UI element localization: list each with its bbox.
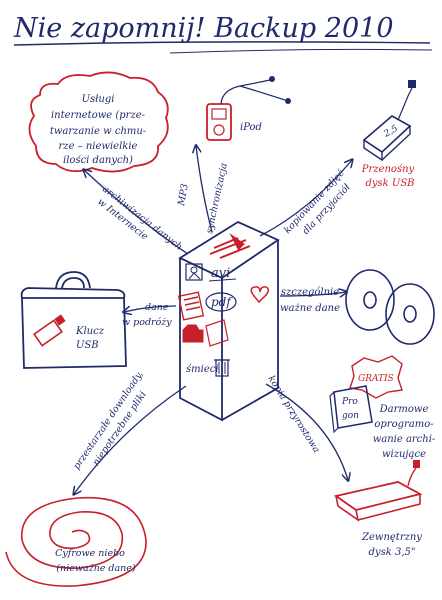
svg-text:synchronizacja: synchronizacja (204, 162, 230, 235)
cloud-text: Usługi internetowe (prze- twarzanie w ch… (50, 94, 147, 166)
ipod-icon (206, 76, 291, 141)
svg-text:oprogramo-: oprogramo- (374, 419, 434, 430)
svg-text:wizujące: wizujące (382, 449, 426, 460)
arrows (74, 146, 352, 494)
svg-text:przestarzałe downloady,: przestarzałe downloady, (71, 369, 145, 472)
arrow-cds (279, 292, 346, 296)
ipod-label: iPod (240, 122, 262, 133)
arrow-usb (259, 160, 352, 237)
external-drive-label: Zewnętrzny dysk 3,5" (361, 532, 422, 558)
svg-text:Pro: Pro (341, 397, 358, 407)
cloud-shape (28, 71, 169, 173)
svg-text:szczególnie: szczególnie (281, 287, 339, 298)
svg-text:GRATIS: GRATIS (358, 374, 394, 384)
svg-text:Zewnętrzny: Zewnętrzny (361, 532, 422, 543)
svg-text:ilości danych): ilości danych) (63, 155, 133, 166)
cds-label: szczególnie ważne dane (280, 287, 340, 314)
pdf-label: pdf (211, 295, 233, 309)
arrow-bag (124, 305, 177, 312)
svg-text:twarzanie w chmu-: twarzanie w chmu- (50, 126, 147, 137)
svg-text:(nieważne dane): (nieważne dane) (56, 563, 136, 574)
central-box (177, 220, 280, 422)
software-box: Pro gon (329, 385, 373, 434)
svg-text:dysk USB: dysk USB (365, 178, 414, 189)
bag-label: Klucz USB (75, 326, 105, 351)
arrow-ext (265, 383, 348, 480)
avi-underline (208, 278, 237, 282)
arrow-spiral (74, 385, 187, 494)
free-software-label: Darmowe oprogramo- wanie archi- wizujące (373, 404, 436, 460)
arrow-labels: archiwizacja danych w Internecie MP3 syn… (71, 162, 353, 472)
svg-text:wanie archi-: wanie archi- (373, 434, 436, 445)
svg-text:Cyfrowe niebo: Cyfrowe niebo (55, 548, 125, 559)
portable-drive-label: Przenośny dysk USB (361, 164, 415, 189)
title-underline (13, 41, 431, 46)
svg-text:w podróży: w podróży (122, 317, 172, 328)
spiral-label: Cyfrowe niebo (nieważne dane) (55, 548, 136, 574)
svg-text:ważne dane: ważne dane (280, 303, 340, 314)
external-drive-icon (333, 460, 423, 522)
spiral-icon (5, 496, 147, 587)
svg-text:gon: gon (342, 411, 359, 421)
svg-text:Przenośny: Przenośny (361, 164, 415, 175)
arrow-cloud (84, 170, 189, 255)
bag-icon (20, 271, 127, 369)
svg-text:internetowe (prze-: internetowe (prze- (51, 110, 146, 121)
arrow-ipod (196, 146, 213, 233)
avi-label: avi (211, 266, 230, 281)
svg-text:dysk 3,5": dysk 3,5" (369, 547, 416, 558)
svg-text:dane: dane (145, 302, 169, 313)
svg-text:Darmowe: Darmowe (379, 404, 429, 415)
svg-text:kopia przyrostowa: kopia przyrostowa (265, 374, 322, 455)
svg-text:rze – niewielkie: rze – niewielkie (59, 141, 138, 152)
svg-text:USB: USB (76, 340, 99, 351)
heart-icon (250, 286, 270, 304)
svg-text:Klucz: Klucz (75, 326, 105, 337)
portable-drive-icon (362, 80, 416, 162)
cd-icon (345, 269, 435, 345)
page-title: Nie zapomnij! Backup 2010 (13, 13, 394, 44)
title-underline-2 (169, 48, 433, 54)
usb-key-icon (33, 314, 66, 347)
svg-text:Usługi: Usługi (82, 94, 115, 105)
gratis-badge: GRATIS (349, 355, 403, 399)
trash-label: śmieci (186, 364, 219, 375)
svg-text:MP3: MP3 (176, 183, 191, 208)
